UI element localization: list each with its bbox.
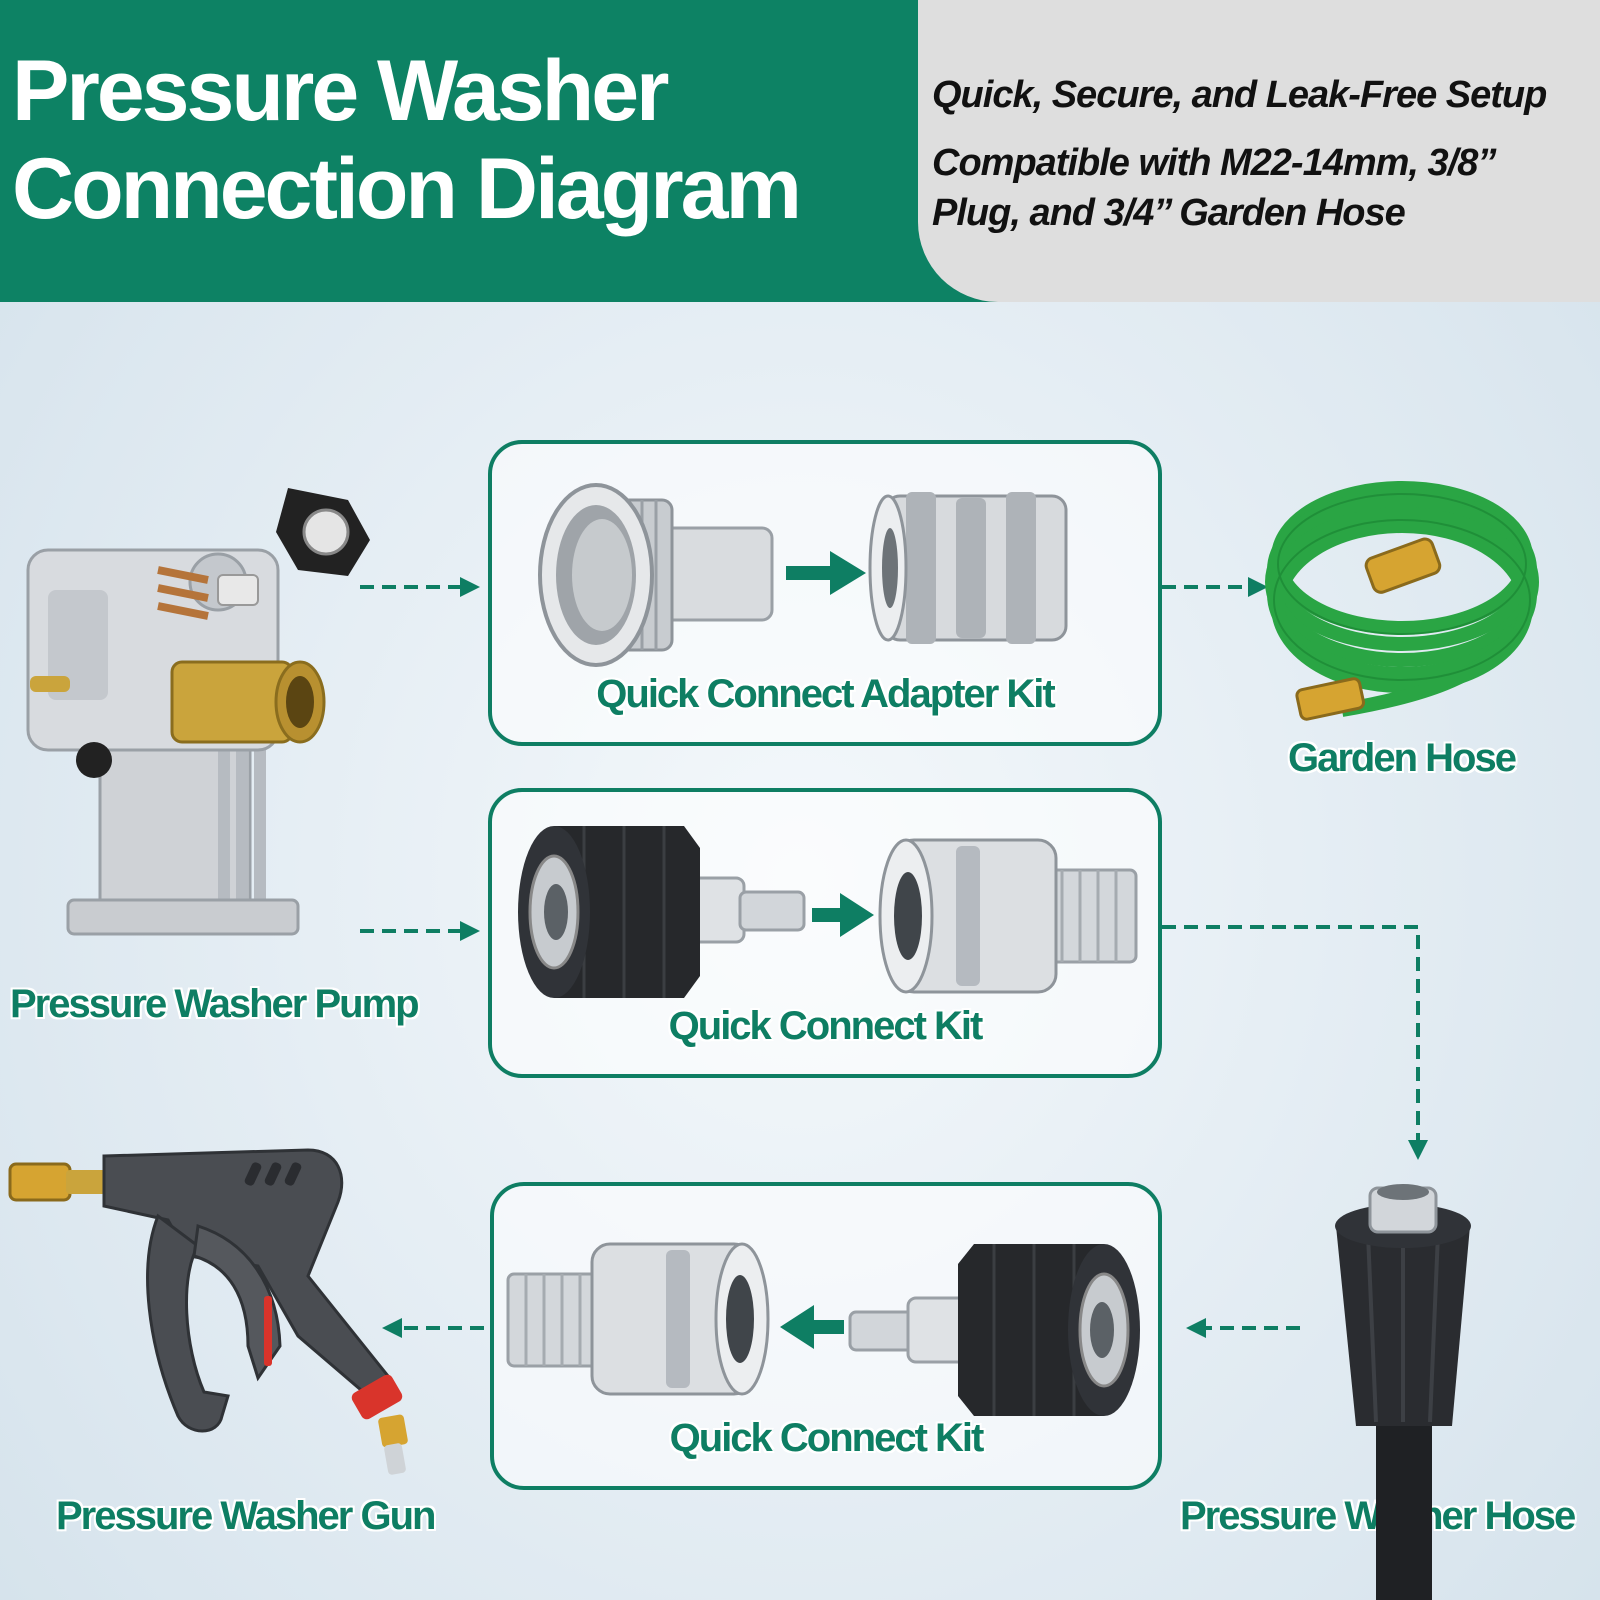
label-garden-hose: Garden Hose [1288, 736, 1517, 780]
tagline-compat-1: Compatible with M22-14mm, 3/8’’ [932, 142, 1496, 184]
kit-label-quick-connect-1: Quick Connect Kit [668, 1004, 984, 1048]
kit1-m22-plug [518, 826, 806, 998]
kit2-coupler-male [506, 1242, 770, 1396]
label-gun: Pressure Washer Gun [56, 1494, 436, 1538]
page-title: Pressure Washer Connection Diagram [12, 42, 802, 238]
title-line-1: Pressure Washer [12, 43, 670, 139]
garden-hose-image [1265, 481, 1539, 721]
kit1-coupler-male [878, 838, 1138, 994]
arrow-kit1-to-hose [1162, 925, 1428, 1160]
gun-image [8, 1148, 408, 1475]
header-info-panel [918, 0, 1600, 302]
adapter-part-garden-thread [538, 483, 774, 667]
tagline-compat-2: Plug, and 3/4’’ Garden Hose [932, 192, 1406, 234]
adapter-part-coupler [868, 492, 1068, 644]
kit-label-adapter: Quick Connect Adapter Kit [596, 672, 1055, 716]
tagline-setup: Quick, Secure, and Leak-Free Setup [932, 74, 1547, 116]
kit2-m22-plug [848, 1244, 1140, 1416]
pump-image [26, 488, 370, 936]
pressure-hose-image [1335, 1184, 1471, 1600]
kit-label-quick-connect-2: Quick Connect Kit [669, 1416, 985, 1460]
title-line-2: Connection Diagram [12, 141, 802, 237]
label-pump: Pressure Washer Pump [10, 982, 420, 1026]
